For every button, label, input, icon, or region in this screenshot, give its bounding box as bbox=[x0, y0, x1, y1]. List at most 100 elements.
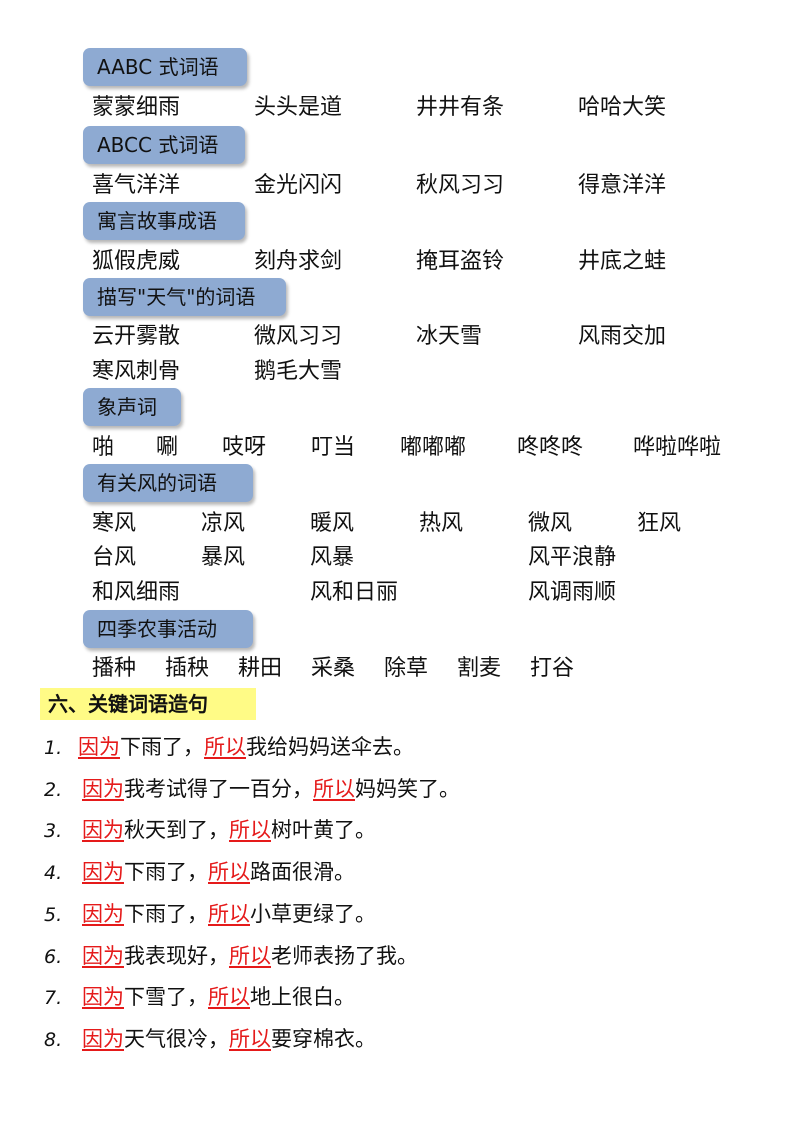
sentence-row: 8. 因为天气很冷，所以要穿棉衣。 bbox=[44, 1024, 376, 1055]
sentence-text: 下雨了， bbox=[124, 860, 208, 884]
word-item: 风暴 bbox=[310, 545, 355, 570]
word-item: 叮当 bbox=[311, 435, 356, 460]
sentence-number: 6. bbox=[44, 946, 63, 968]
word-item: 冰天雪 bbox=[416, 324, 483, 349]
word-item: 鹅毛大雪 bbox=[254, 359, 343, 384]
sentence-text: 树叶黄了。 bbox=[271, 818, 376, 842]
sentence-text: 路面很滑。 bbox=[250, 860, 355, 884]
word-item: 暴风 bbox=[201, 545, 246, 570]
sentence-row: 1. 因为下雨了，所以我给妈妈送伞去。 bbox=[44, 732, 414, 763]
sentence-text: 我表现好， bbox=[124, 944, 229, 968]
keyword-yinwei: 因为 bbox=[82, 818, 124, 842]
sentence-row: 2. 因为我考试得了一百分，所以妈妈笑了。 bbox=[44, 774, 460, 805]
sentence-text: 要穿棉衣。 bbox=[271, 1027, 376, 1051]
word-item: 嘟嘟嘟 bbox=[400, 435, 467, 460]
sentence-number: 4. bbox=[44, 862, 63, 884]
word-item: 风调雨顺 bbox=[528, 580, 617, 605]
section-header-onomatopoeia: 象声词 bbox=[83, 388, 181, 426]
sentence-number: 8. bbox=[44, 1029, 63, 1051]
sentence-text: 地上很白。 bbox=[250, 985, 355, 1009]
word-item: 播种 bbox=[92, 656, 137, 681]
word-item: 寒风刺骨 bbox=[92, 359, 181, 384]
sentence-text: 老师表扬了我。 bbox=[271, 944, 418, 968]
word-item: 刻舟求剑 bbox=[254, 249, 343, 274]
word-item: 得意洋洋 bbox=[578, 173, 667, 198]
word-item: 狐假虎威 bbox=[92, 249, 181, 274]
word-item: 风和日丽 bbox=[310, 580, 399, 605]
sentence-row: 5. 因为下雨了，所以小草更绿了。 bbox=[44, 899, 376, 930]
word-item: 凉风 bbox=[201, 511, 246, 536]
word-item: 微风习习 bbox=[254, 324, 343, 349]
keyword-yinwei: 因为 bbox=[82, 860, 124, 884]
word-item: 打谷 bbox=[530, 656, 575, 681]
word-item: 风雨交加 bbox=[578, 324, 667, 349]
sentence-text: 天气很冷， bbox=[124, 1027, 229, 1051]
word-item: 啪 bbox=[92, 435, 115, 460]
word-item: 喜气洋洋 bbox=[92, 173, 181, 198]
keyword-suoyi: 所以 bbox=[208, 860, 250, 884]
word-item: 暖风 bbox=[310, 511, 355, 536]
section-header-aabc: AABC 式词语 bbox=[83, 48, 247, 86]
sentence-row: 7. 因为下雪了，所以地上很白。 bbox=[44, 982, 355, 1013]
word-item: 耕田 bbox=[238, 656, 283, 681]
section-header-fable: 寓言故事成语 bbox=[83, 202, 245, 240]
sentence-number: 2. bbox=[44, 779, 63, 801]
sentence-number: 1. bbox=[44, 737, 63, 759]
word-item: 哈哈大笑 bbox=[578, 95, 667, 120]
sentence-text: 我给妈妈送伞去。 bbox=[246, 735, 414, 759]
sentence-text: 秋天到了， bbox=[124, 818, 229, 842]
word-item: 蒙蒙细雨 bbox=[92, 95, 181, 120]
word-item: 风平浪静 bbox=[528, 545, 617, 570]
word-item: 割麦 bbox=[457, 656, 502, 681]
keyword-suoyi: 所以 bbox=[229, 944, 271, 968]
word-item: 吱呀 bbox=[222, 435, 267, 460]
keyword-yinwei: 因为 bbox=[82, 902, 124, 926]
word-item: 咚咚咚 bbox=[517, 435, 584, 460]
keyword-suoyi: 所以 bbox=[208, 985, 250, 1009]
keyword-suoyi: 所以 bbox=[229, 1027, 271, 1051]
word-item: 掩耳盗铃 bbox=[416, 249, 505, 274]
section-six-title: 六、关键词语造句 bbox=[40, 688, 256, 720]
word-item: 台风 bbox=[92, 545, 137, 570]
section-header-farming: 四季农事活动 bbox=[83, 610, 253, 648]
section-header-wind: 有关风的词语 bbox=[83, 464, 253, 502]
keyword-yinwei: 因为 bbox=[82, 985, 124, 1009]
word-item: 插秧 bbox=[165, 656, 210, 681]
sentence-number: 7. bbox=[44, 987, 63, 1009]
word-item: 热风 bbox=[419, 511, 464, 536]
keyword-suoyi: 所以 bbox=[204, 735, 246, 759]
word-item: 头头是道 bbox=[254, 95, 343, 120]
word-item: 除草 bbox=[384, 656, 429, 681]
word-item: 采桑 bbox=[311, 656, 356, 681]
word-item: 井井有条 bbox=[416, 95, 505, 120]
sentence-text: 下雪了， bbox=[124, 985, 208, 1009]
sentence-row: 3. 因为秋天到了，所以树叶黄了。 bbox=[44, 815, 376, 846]
sentence-text: 我考试得了一百分， bbox=[124, 777, 313, 801]
sentence-text: 小草更绿了。 bbox=[250, 902, 376, 926]
word-item: 金光闪闪 bbox=[254, 173, 343, 198]
keyword-yinwei: 因为 bbox=[82, 777, 124, 801]
word-item: 寒风 bbox=[92, 511, 137, 536]
section-header-weather: 描写"天气"的词语 bbox=[83, 278, 286, 316]
keyword-yinwei: 因为 bbox=[82, 1027, 124, 1051]
word-item: 井底之蛙 bbox=[578, 249, 667, 274]
sentence-text: 下雨了， bbox=[124, 902, 208, 926]
word-item: 云开雾散 bbox=[92, 324, 181, 349]
keyword-yinwei: 因为 bbox=[82, 944, 124, 968]
sentence-number: 3. bbox=[44, 820, 63, 842]
word-item: 秋风习习 bbox=[416, 173, 505, 198]
word-item: 唰 bbox=[156, 435, 179, 460]
word-item: 微风 bbox=[528, 511, 573, 536]
sentence-text: 下雨了， bbox=[120, 735, 204, 759]
sentence-number: 5. bbox=[44, 904, 63, 926]
section-header-abcc: ABCC 式词语 bbox=[83, 126, 245, 164]
keyword-suoyi: 所以 bbox=[313, 777, 355, 801]
sentence-row: 6. 因为我表现好，所以老师表扬了我。 bbox=[44, 941, 418, 972]
keyword-suoyi: 所以 bbox=[208, 902, 250, 926]
word-item: 哗啦哗啦 bbox=[633, 435, 722, 460]
sentence-text: 妈妈笑了。 bbox=[355, 777, 460, 801]
sentence-row: 4. 因为下雨了，所以路面很滑。 bbox=[44, 857, 355, 888]
keyword-yinwei: 因为 bbox=[78, 735, 120, 759]
word-item: 狂风 bbox=[637, 511, 682, 536]
keyword-suoyi: 所以 bbox=[229, 818, 271, 842]
